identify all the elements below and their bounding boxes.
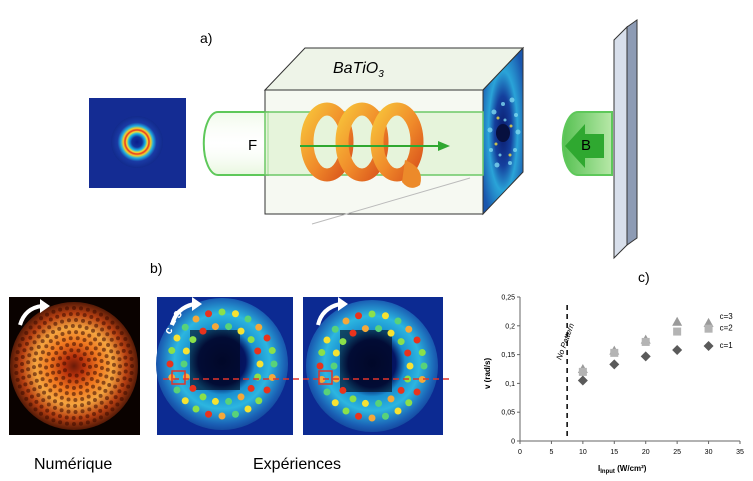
y-axis-label: v (rad/s) (483, 358, 492, 389)
x-tick-label: 5 (549, 449, 553, 456)
data-point-c1 (703, 340, 714, 351)
numeric-pattern-image (9, 297, 140, 435)
data-point-c2 (641, 337, 650, 346)
data-point-c1 (640, 351, 651, 362)
x-axis-label: IInput (W/cm²) (598, 464, 647, 475)
experiment-image-1: c = 3 (156, 297, 293, 435)
helical-wavefront (300, 102, 424, 188)
series-label-c1: c=1 (720, 341, 734, 350)
x-tick-label: 15 (610, 449, 618, 456)
data-point-c2 (610, 348, 619, 357)
mirror (626, 19, 638, 246)
y-tick-label: 0,25 (501, 295, 515, 302)
panel-label-b: b) (150, 260, 163, 276)
data-point-c2 (578, 367, 587, 376)
x-tick-label: 30 (705, 449, 713, 456)
experiment-image-2 (303, 297, 443, 435)
data-point-c1 (672, 344, 683, 355)
mirror-side (613, 25, 628, 260)
data-point-c1 (609, 359, 620, 370)
forward-beam-label: F (248, 137, 257, 154)
crystal-axis-line (311, 177, 471, 225)
data-point-c2 (704, 324, 713, 333)
threshold-label: No Pattern (555, 322, 577, 362)
data-point-c3 (672, 316, 683, 326)
experiment-caption: Expériences (253, 456, 342, 473)
pattern-images: c = 3 (9, 297, 450, 435)
x-tick-label: 0 (518, 449, 522, 456)
data-point-c1 (577, 375, 588, 386)
x-tick-label: 10 (579, 449, 587, 456)
forward-beam (202, 111, 269, 176)
series-label-c2: c=2 (720, 324, 734, 333)
y-tick-label: 0,15 (501, 352, 515, 359)
crystal-label: BaTiO3 (333, 60, 384, 80)
backward-beam-label: B (581, 137, 591, 154)
data-point-c2 (673, 327, 682, 336)
y-tick-label: 0,2 (505, 323, 515, 330)
y-tick-label: 0,05 (501, 410, 515, 417)
numeric-caption: Numérique (34, 456, 113, 473)
setup-diagram: BaTiO3 F B (89, 19, 638, 260)
x-tick-label: 25 (673, 449, 681, 456)
rotation-speed-chart: 0 5 10 15 20 25 30 35 0 0,05 0,1 0,15 0,2 0,25 c=3 c=2… (483, 295, 744, 476)
crystal-box-top (263, 47, 525, 91)
x-tick-label: 20 (642, 449, 650, 456)
panel-label-a: a) (200, 30, 213, 46)
y-tick-label: 0,1 (505, 381, 515, 388)
y-tick-label: 0 (511, 439, 515, 446)
series-label-c3: c=3 (720, 312, 734, 321)
backward-arrow (565, 124, 604, 168)
data-point-c3 (703, 317, 714, 327)
x-tick-label: 35 (736, 449, 744, 456)
panel-label-c: c) (638, 269, 650, 285)
